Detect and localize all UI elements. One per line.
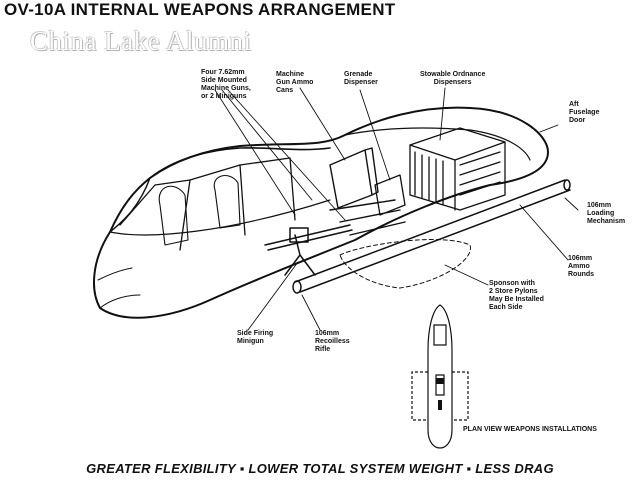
page-title: OV-10A INTERNAL WEAPONS ARRANGEMENT [4, 0, 396, 19]
watermark: China Lake Alumni [30, 26, 252, 56]
label-plan-view: PLAN VIEW WEAPONS INSTALLATIONS [463, 426, 597, 433]
label-ammo-rounds: 106mm Ammo Rounds [568, 255, 595, 278]
label-sponson: Sponson with 2 Store Pylons May Be Insta… [489, 280, 544, 311]
label-side-guns: Four 7.62mm Side Mounted Machine Guns, o… [201, 69, 251, 100]
ordnance-dispensers [409, 127, 506, 211]
label-grenade-dispenser: Grenade Dispenser [344, 71, 378, 86]
label-loading-mechanism: 106mm Loading Mechanism [587, 202, 626, 225]
label-recoilless-rifle: 106mm Recoilless Rifle [315, 330, 350, 353]
plan-view-markers [436, 378, 444, 410]
sponson [339, 239, 471, 289]
label-aft-fuselage-door: Aft Fuselage Door [569, 101, 600, 124]
canopy [149, 147, 331, 179]
label-ammo-cans: Machine Gun Ammo Cans [276, 71, 314, 94]
recoilless-rifle [292, 179, 571, 294]
ammo-cans [329, 147, 379, 209]
fuselage-outline [93, 106, 549, 319]
side-mounted-guns [329, 199, 406, 236]
rear-seat [213, 174, 241, 229]
label-stowable-dispensers: Stowable Ordnance Dispensers [420, 71, 486, 86]
plan-view-aircraft [411, 304, 469, 449]
footer-tagline: GREATER FLEXIBILITY ▪ LOWER TOTAL SYSTEM… [86, 461, 554, 476]
label-side-firing-minigun: Side Firing Minigun [237, 330, 274, 345]
side-minigun [264, 224, 353, 276]
front-seat [158, 185, 189, 246]
grenade-dispenser [374, 174, 406, 216]
